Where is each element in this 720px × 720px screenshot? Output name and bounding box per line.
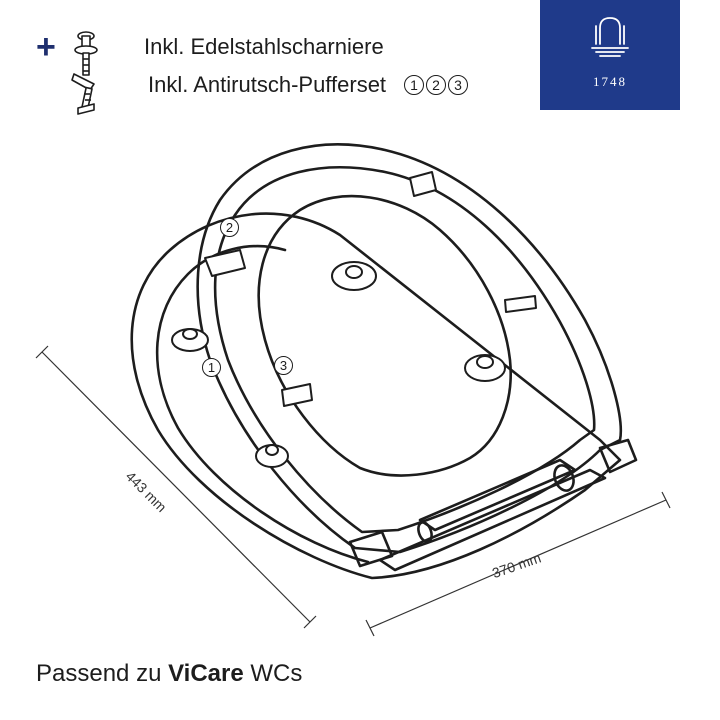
brand-year: 1748 (593, 74, 627, 89)
callout-1: 1 (202, 358, 221, 377)
depth-dimension-line (41, 351, 311, 623)
lid-outline (196, 143, 622, 554)
fountain-arch-icon (591, 17, 629, 57)
buffer-number-1: 1 (404, 75, 425, 95)
seat-outline (130, 212, 622, 580)
lid-buffer (204, 249, 246, 277)
lid-buffer (409, 171, 437, 197)
width-dimension-line (369, 499, 667, 629)
lid-opening (257, 194, 512, 477)
feature-stainless-hinges: Inkl. Edelstahlscharniere (144, 34, 384, 59)
brand-logo-box: 1748 (540, 0, 680, 110)
buffer-number-set: 1 2 3 (404, 75, 469, 95)
callout-2: 2 (220, 218, 239, 237)
compatibility-note: Passend zu ViCare WCs (36, 660, 302, 688)
buffer-number-2: 2 (426, 75, 447, 95)
lid-buffer (504, 295, 537, 313)
plus-sign: + (36, 28, 56, 66)
callout-3: 3 (274, 356, 293, 375)
feature-buffer-set: Inkl. Antirutsch-Pufferset 1 2 3 (148, 72, 469, 98)
hinge-bar (378, 468, 607, 572)
product-name: ViCare (168, 660, 244, 687)
compatibility-prefix: Passend zu (36, 660, 169, 687)
seat-buffer (281, 383, 313, 407)
compatibility-suffix: WCs (243, 660, 303, 687)
hinge-screw-icon (71, 31, 98, 115)
buffer-number-3: 3 (448, 75, 469, 95)
feature-buffer-set-label: Inkl. Antirutsch-Pufferset (148, 72, 387, 97)
